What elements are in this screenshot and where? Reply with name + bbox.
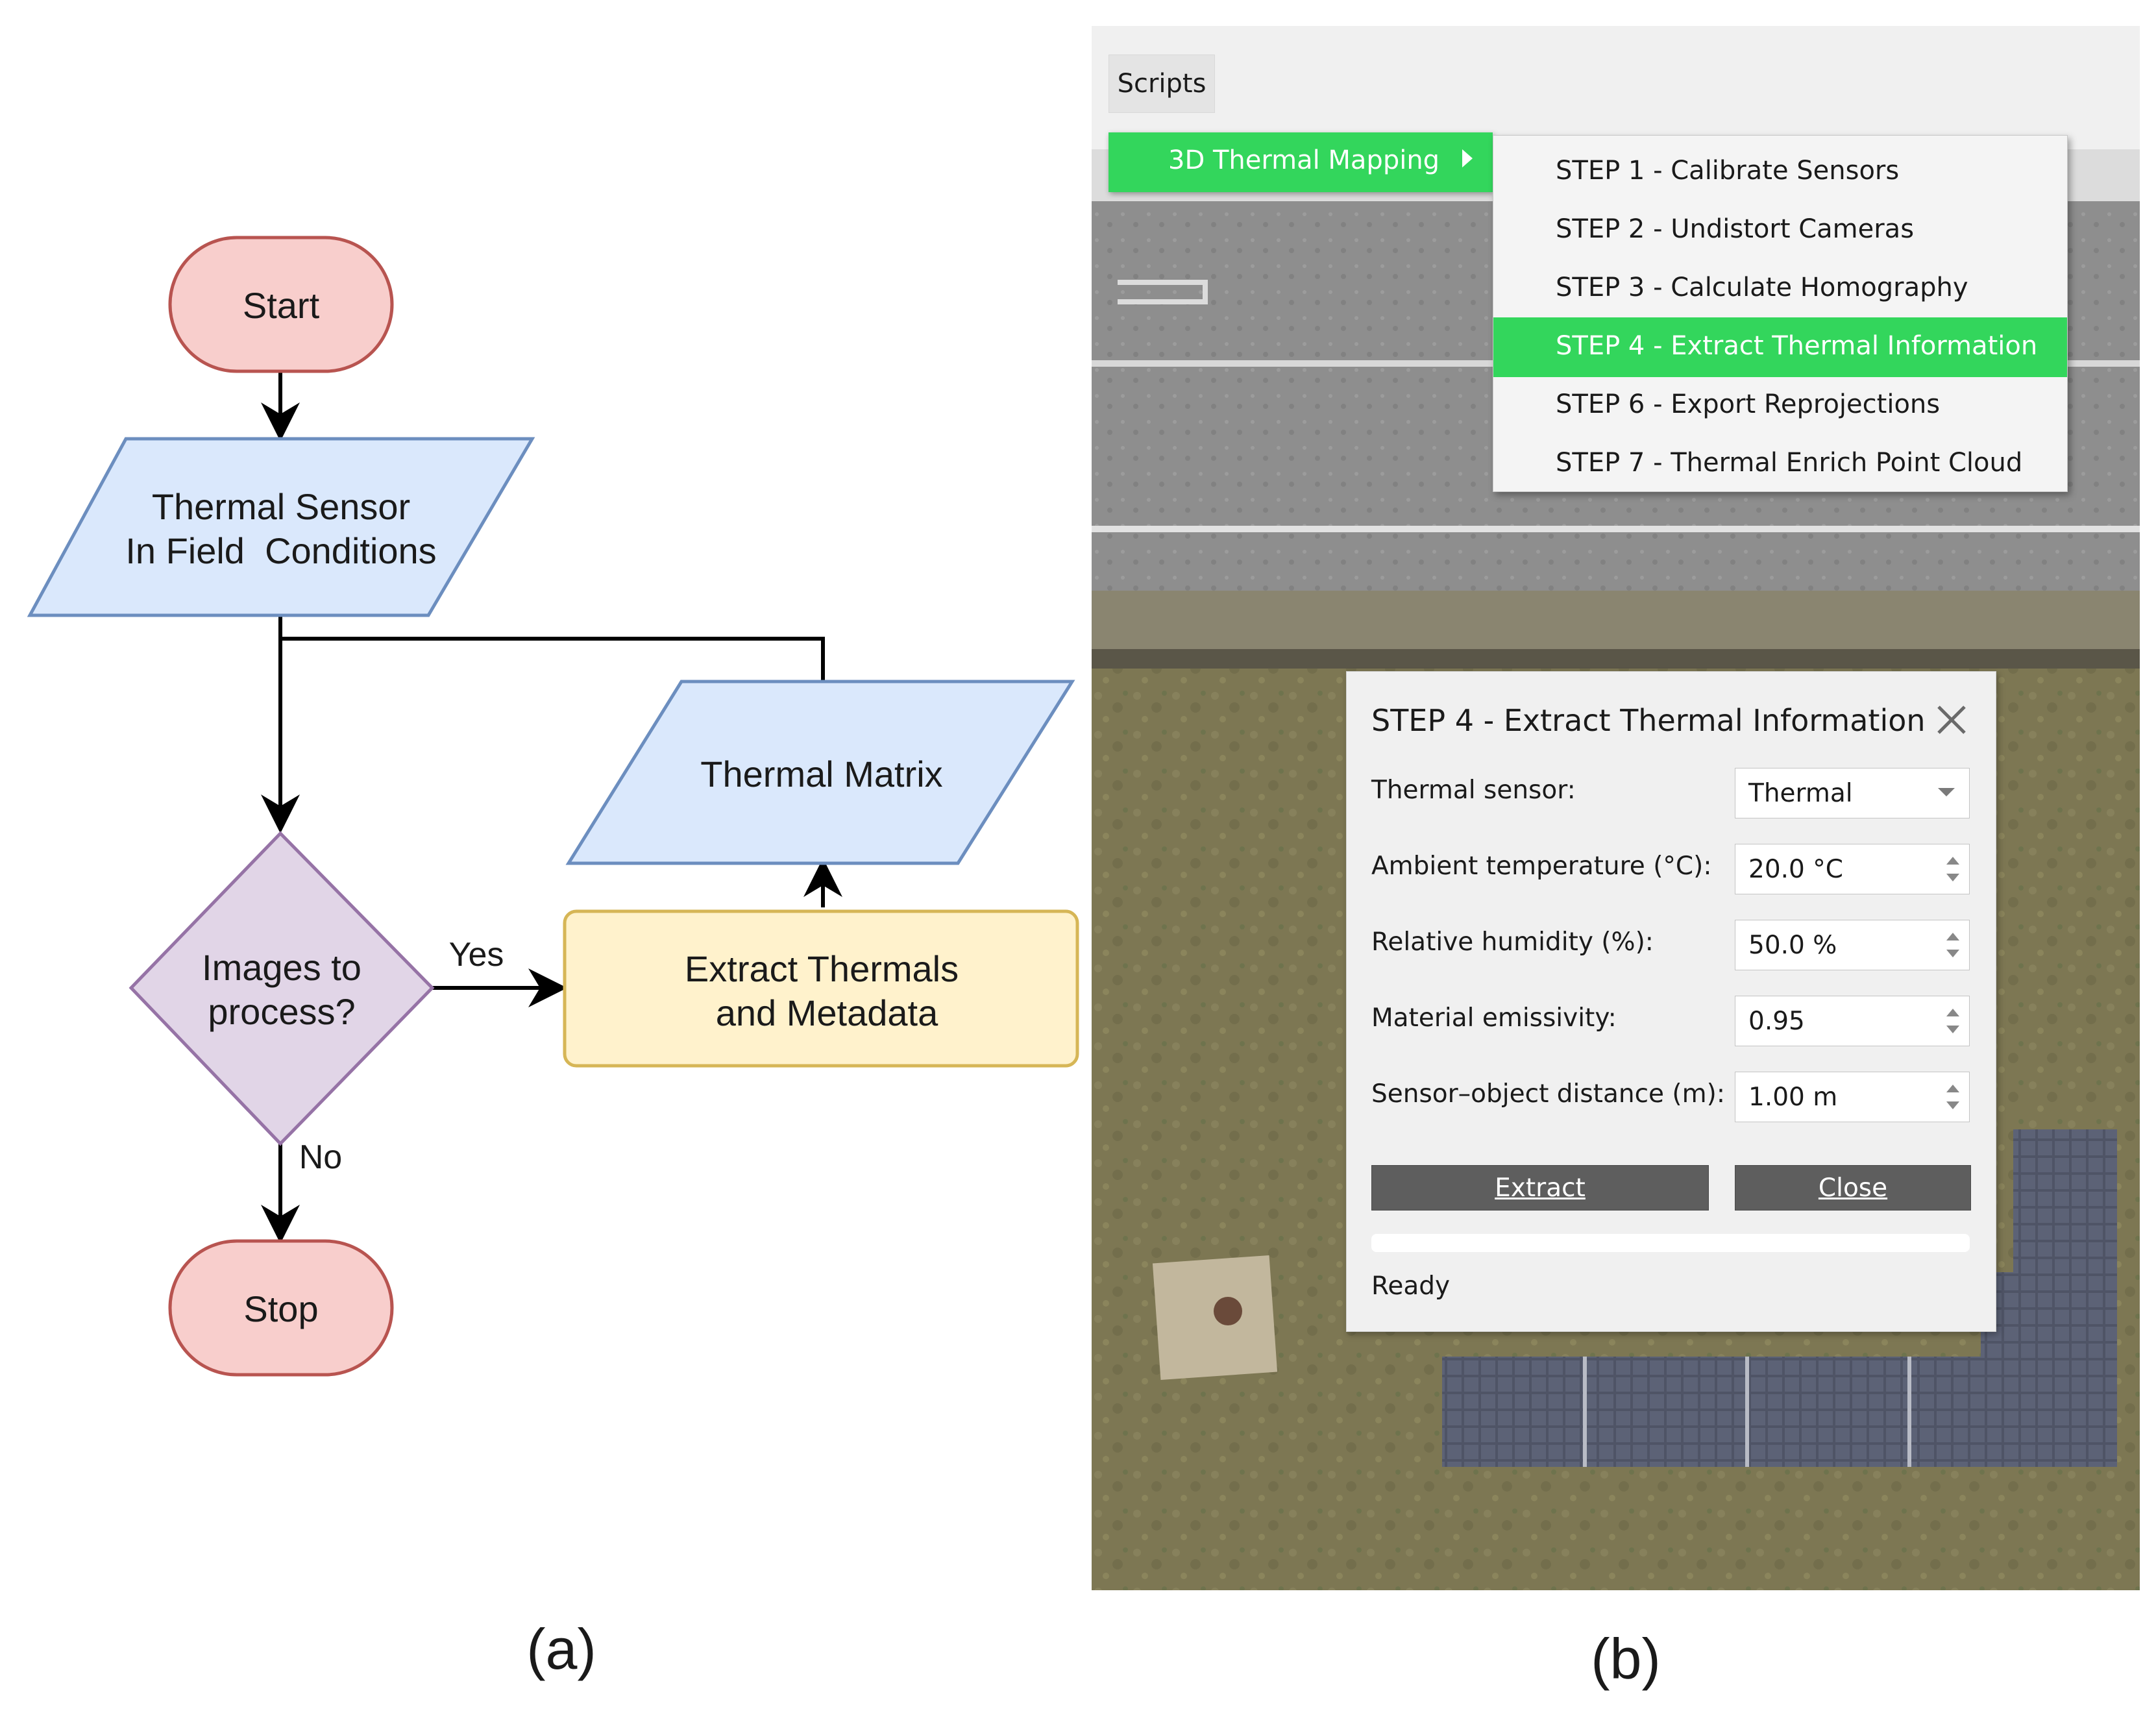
relative-humidity-value: 50.0 % [1748, 931, 1837, 960]
menu-item-step-1[interactable]: STEP 1 - Calibrate Sensors [1493, 142, 2067, 202]
thermal-sensor-label-line2: In Field Conditions [125, 530, 436, 571]
step-label: STEP 3 - Calculate Homography [1556, 273, 1968, 302]
menu-item-step-6[interactable]: STEP 6 - Export Reprojections [1493, 376, 2067, 436]
sensor-object-distance-value: 1.00 m [1748, 1083, 1838, 1112]
relative-humidity-label: Relative humidity (%): [1371, 928, 1654, 957]
ambient-temperature-label: Ambient temperature (°C): [1371, 852, 1712, 881]
thermal-sensor-select[interactable]: Thermal [1735, 768, 1970, 818]
spin-arrows-icon[interactable] [1944, 926, 1961, 964]
spin-arrows-icon[interactable] [1944, 1002, 1961, 1040]
flowchart-connectors [261, 371, 842, 1244]
material-emissivity-label: Material emissivity: [1371, 1003, 1617, 1033]
sensor-object-distance-spinbox[interactable]: 1.00 m [1735, 1072, 1970, 1122]
dialog-title: STEP 4 - Extract Thermal Information [1371, 703, 1926, 738]
ambient-temperature-value: 20.0 °C [1748, 855, 1843, 884]
edge-output-loop-back [280, 637, 825, 682]
thermal-matrix-label: Thermal Matrix [700, 754, 942, 794]
images-to-process-decision [129, 831, 435, 1146]
panel-a-caption: (a) [526, 1617, 596, 1681]
start-terminal [168, 236, 394, 373]
steps-submenu: STEP 1 - Calibrate Sensors STEP 2 - Undi… [1493, 135, 2068, 492]
yes-edge-label: Yes [449, 936, 504, 974]
relative-humidity-spinbox[interactable]: 50.0 % [1735, 920, 1970, 970]
decision-label-line1: Images to [202, 947, 361, 988]
menu-item-step-7[interactable]: STEP 7 - Thermal Enrich Point Cloud [1493, 434, 2067, 494]
status-text: Ready [1371, 1272, 1451, 1301]
thermal-sensor-label-line1: Thermal Sensor [152, 486, 410, 527]
extract-thermal-dialog: STEP 4 - Extract Thermal Information The… [1346, 671, 1996, 1332]
software-screenshot: Scripts 3D Thermal Mapping STEP 1 - Cali… [1092, 26, 2140, 1590]
menu-item-step-3[interactable]: STEP 3 - Calculate Homography [1493, 259, 2067, 319]
submenu-label: 3D Thermal Mapping [1168, 145, 1440, 175]
thermal-sensor-value: Thermal [1748, 779, 1853, 808]
spin-arrows-icon[interactable] [1944, 850, 1961, 888]
progress-bar [1371, 1234, 1970, 1252]
step-label: STEP 2 - Undistort Cameras [1556, 214, 1915, 244]
panel-b-caption: (b) [1591, 1627, 1661, 1691]
thermal-matrix-output [565, 680, 1075, 865]
submenu-arrow-icon [1462, 149, 1473, 167]
close-icon[interactable] [1933, 702, 1970, 738]
material-emissivity-value: 0.95 [1748, 1007, 1805, 1036]
stop-label: Stop [243, 1288, 318, 1329]
step-label: STEP 6 - Export Reprojections [1556, 389, 1941, 419]
application-toolbar: Scripts [1092, 26, 2140, 150]
menu-item-3d-thermal-mapping[interactable]: 3D Thermal Mapping [1109, 132, 1493, 192]
close-button[interactable]: Close [1735, 1165, 1971, 1211]
spin-arrows-icon[interactable] [1944, 1078, 1961, 1116]
process-label-line2: and Metadata [716, 992, 938, 1033]
material-emissivity-spinbox[interactable]: 0.95 [1735, 996, 1970, 1046]
scripts-menu[interactable]: Scripts [1109, 55, 1215, 113]
thermal-sensor-input [27, 437, 535, 617]
step-label: STEP 4 - Extract Thermal Information [1556, 331, 2038, 361]
sensor-object-distance-label: Sensor–object distance (m): [1371, 1079, 1725, 1109]
thermal-sensor-label: Thermal sensor: [1371, 776, 1576, 805]
ambient-temperature-spinbox[interactable]: 20.0 °C [1735, 844, 1970, 894]
menu-item-step-2[interactable]: STEP 2 - Undistort Cameras [1493, 201, 2067, 260]
extract-thermals-process [563, 909, 1079, 1068]
decision-label-line2: process? [208, 991, 355, 1032]
flowchart-diagram: Start Thermal Sensor In Field Conditions… [27, 236, 1079, 1377]
step-label: STEP 7 - Thermal Enrich Point Cloud [1556, 448, 2023, 478]
menu-item-step-4[interactable]: STEP 4 - Extract Thermal Information [1493, 317, 2067, 377]
no-edge-label: No [299, 1138, 342, 1176]
step-label: STEP 1 - Calibrate Sensors [1556, 156, 1900, 186]
process-label-line1: Extract Thermals [685, 948, 959, 989]
stop-terminal [168, 1239, 394, 1377]
extract-button[interactable]: Extract [1371, 1165, 1709, 1211]
chevron-down-icon [1938, 788, 1955, 796]
start-label: Start [243, 285, 320, 326]
